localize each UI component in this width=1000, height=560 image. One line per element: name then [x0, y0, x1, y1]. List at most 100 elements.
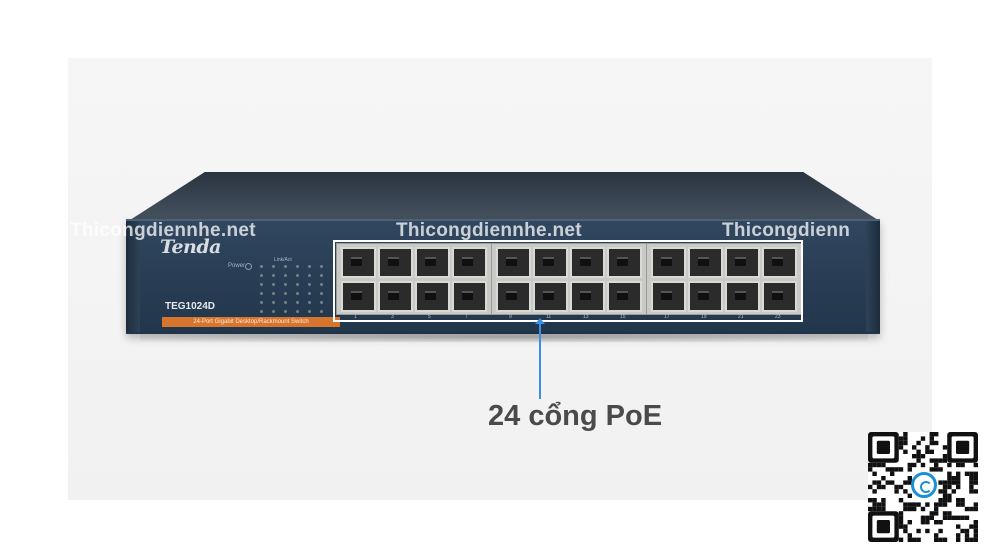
ethernet-port [688, 281, 723, 312]
ethernet-port [725, 247, 760, 278]
status-led [320, 310, 323, 313]
qr-module [907, 462, 912, 468]
qr-module [898, 520, 904, 525]
qr-module [947, 480, 952, 485]
port-number-label: 3 [391, 314, 394, 320]
qr-module [898, 484, 904, 490]
qr-module [876, 506, 882, 512]
qr-module [920, 436, 926, 441]
qr-module [929, 515, 934, 520]
ethernet-port [341, 247, 376, 278]
qr-module [898, 436, 904, 441]
status-led [260, 265, 263, 268]
qr-module [907, 520, 912, 525]
qr-module [890, 471, 895, 476]
ethernet-port [607, 247, 642, 278]
qr-module [885, 480, 890, 485]
ethernet-port [415, 281, 450, 312]
qr-module [925, 502, 930, 507]
qr-module [956, 476, 961, 481]
qr-module [868, 498, 873, 503]
ethernet-port [651, 247, 686, 278]
qr-module [907, 533, 912, 538]
qr-module [876, 480, 882, 485]
qr-module [929, 458, 934, 463]
callout-arrow-icon [535, 318, 545, 324]
qr-module [872, 462, 877, 468]
qr-module [942, 537, 948, 542]
qr-module [934, 502, 939, 507]
status-led [296, 265, 299, 268]
status-led [272, 274, 275, 277]
qr-module [942, 511, 948, 516]
status-led [296, 292, 299, 295]
qr-logo-icon [911, 472, 937, 498]
qr-module [956, 537, 961, 542]
status-led [284, 292, 287, 295]
qr-module [934, 506, 939, 512]
status-led [320, 292, 323, 295]
qr-module [872, 489, 877, 494]
qr-module [951, 480, 956, 485]
status-led [260, 301, 263, 304]
qr-module [868, 462, 873, 468]
status-led [308, 274, 311, 277]
qr-module [907, 506, 912, 512]
qr-module [907, 502, 912, 507]
qr-module [956, 524, 961, 529]
status-led [320, 274, 323, 277]
qr-module [907, 467, 912, 472]
status-led [284, 265, 287, 268]
qr-module [894, 484, 899, 490]
port-number-label: 5 [428, 314, 431, 320]
qr-module [956, 462, 961, 468]
qr-module [964, 537, 970, 542]
power-label: Power [228, 263, 246, 269]
port-group [491, 243, 647, 315]
qr-module [903, 489, 908, 494]
port-number-label: 7 [465, 314, 468, 320]
qr-module [942, 493, 948, 498]
qr-module [920, 515, 926, 520]
qr-module [912, 462, 917, 468]
qr-module [916, 502, 921, 507]
qr-module [942, 502, 948, 507]
qr-module [942, 484, 948, 490]
qr-code[interactable] [868, 432, 978, 542]
qr-module [907, 537, 912, 542]
qr-module [925, 449, 930, 454]
qr-module [956, 515, 961, 520]
status-led [308, 265, 311, 268]
qr-module [938, 502, 943, 507]
qr-module [960, 528, 965, 534]
qr-module [964, 515, 970, 520]
port-number-label: 21 [738, 314, 744, 320]
switch-left-edge [126, 221, 140, 332]
qr-module [898, 515, 904, 520]
qr-module [934, 432, 939, 437]
watermark-text: Thicongdiennhe.net [70, 220, 256, 241]
qr-module [890, 480, 895, 485]
qr-module [934, 533, 939, 538]
ports-highlight-box [333, 240, 803, 322]
qr-module [925, 515, 930, 520]
status-led [284, 274, 287, 277]
qr-module [969, 489, 974, 494]
qr-module [890, 467, 895, 472]
qr-module [947, 515, 952, 520]
qr-module [973, 520, 978, 525]
qr-module [903, 506, 908, 512]
switch-top-cover [130, 172, 878, 220]
qr-module [872, 502, 877, 507]
qr-module [929, 440, 934, 446]
qr-module [942, 454, 948, 459]
status-led [272, 292, 275, 295]
qr-module [934, 440, 939, 446]
qr-module [881, 476, 886, 481]
qr-module [969, 506, 974, 512]
port-number-label: 15 [620, 314, 626, 320]
qr-module [929, 511, 934, 516]
qr-module [929, 449, 934, 454]
qr-module [894, 489, 899, 494]
qr-module [881, 498, 886, 503]
